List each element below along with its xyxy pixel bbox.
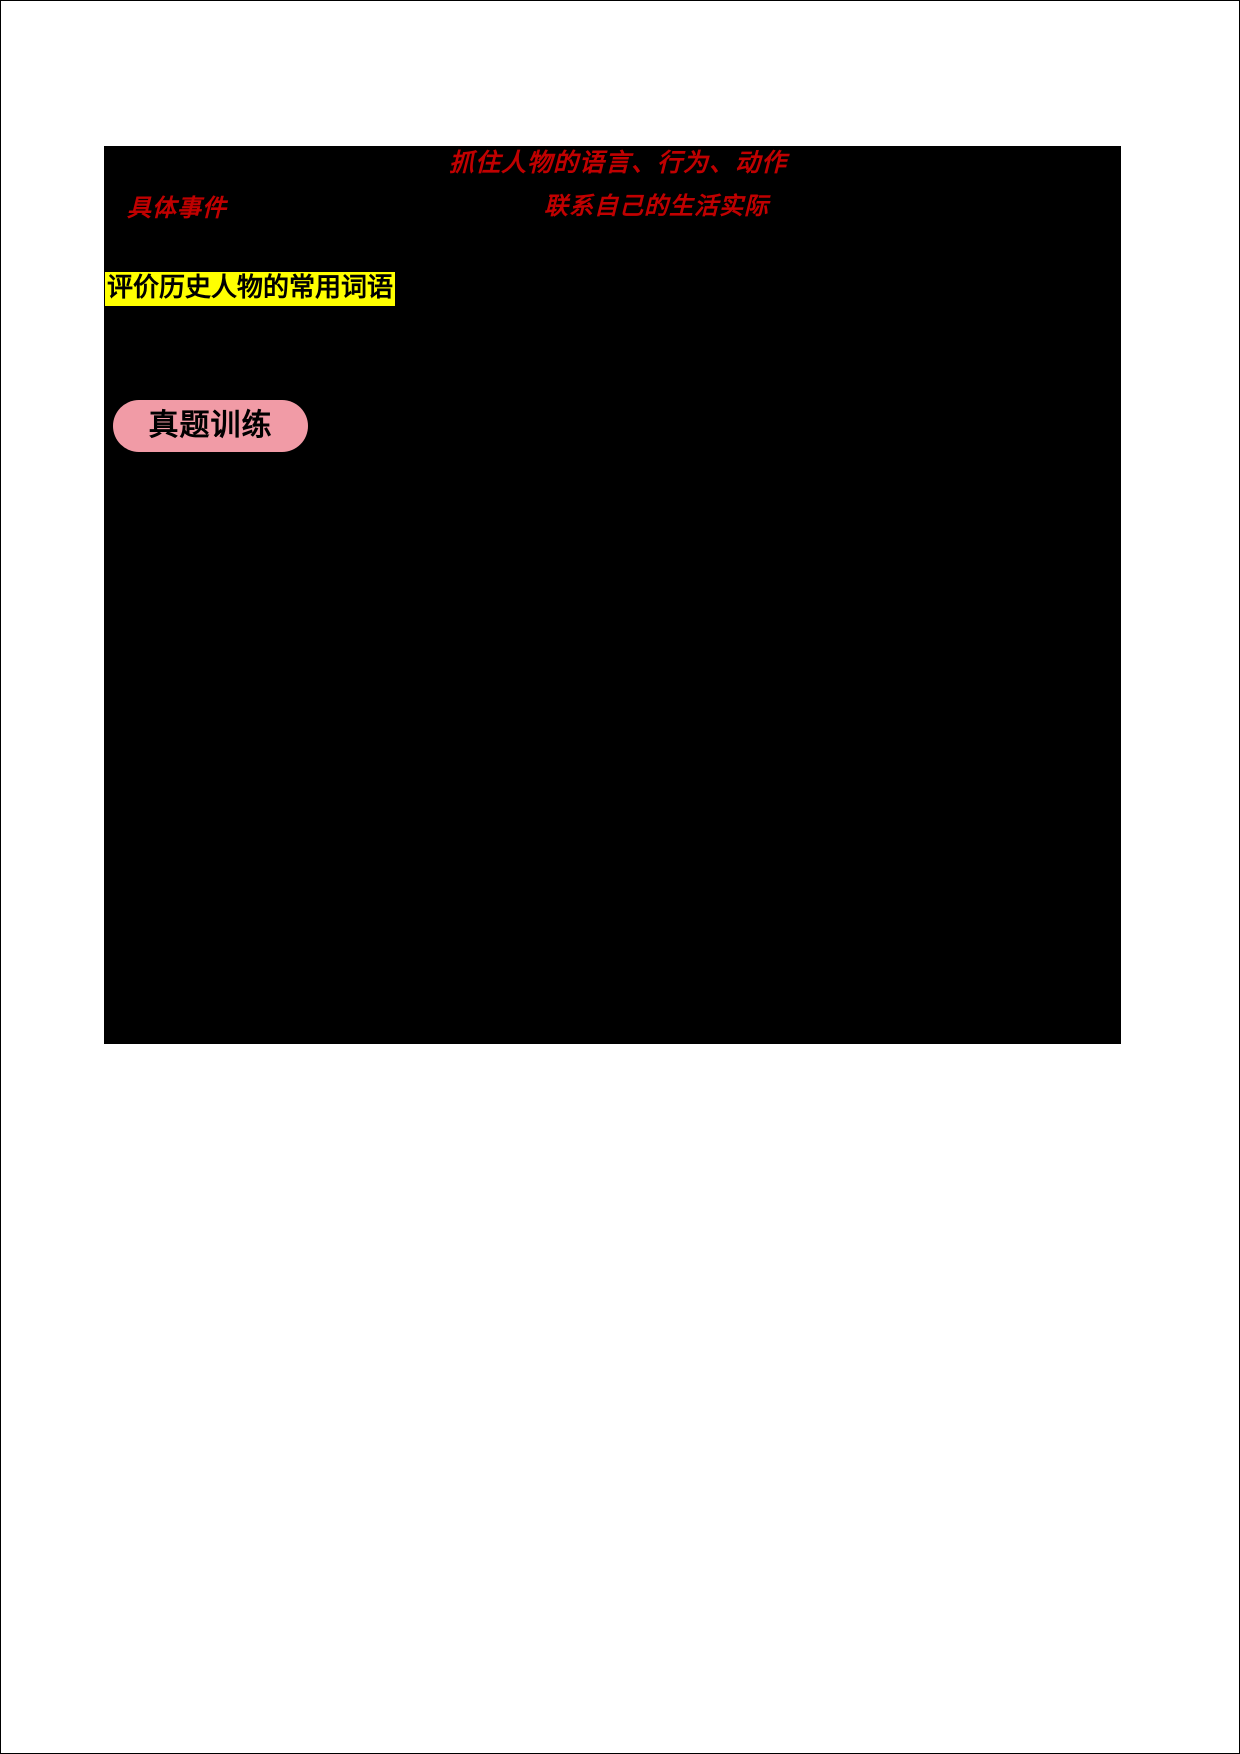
practice-drill-button-label: 真题训练 bbox=[148, 408, 273, 443]
practice-drill-button[interactable]: 真题训练 bbox=[113, 400, 308, 452]
annotation-relate-to-own-life: 联系自己的生活实际 bbox=[544, 191, 769, 220]
highlighted-heading: 评价历史人物的常用词语 bbox=[105, 272, 396, 306]
annotation-specific-events: 具体事件 bbox=[127, 193, 227, 222]
slide-content-block: 抓住人物的语言、行为、动作 联系自己的生活实际 具体事件 评价历史人物的常用词语… bbox=[104, 146, 1121, 1044]
annotation-capture-character-details: 抓住人物的语言、行为、动作 bbox=[449, 148, 788, 177]
